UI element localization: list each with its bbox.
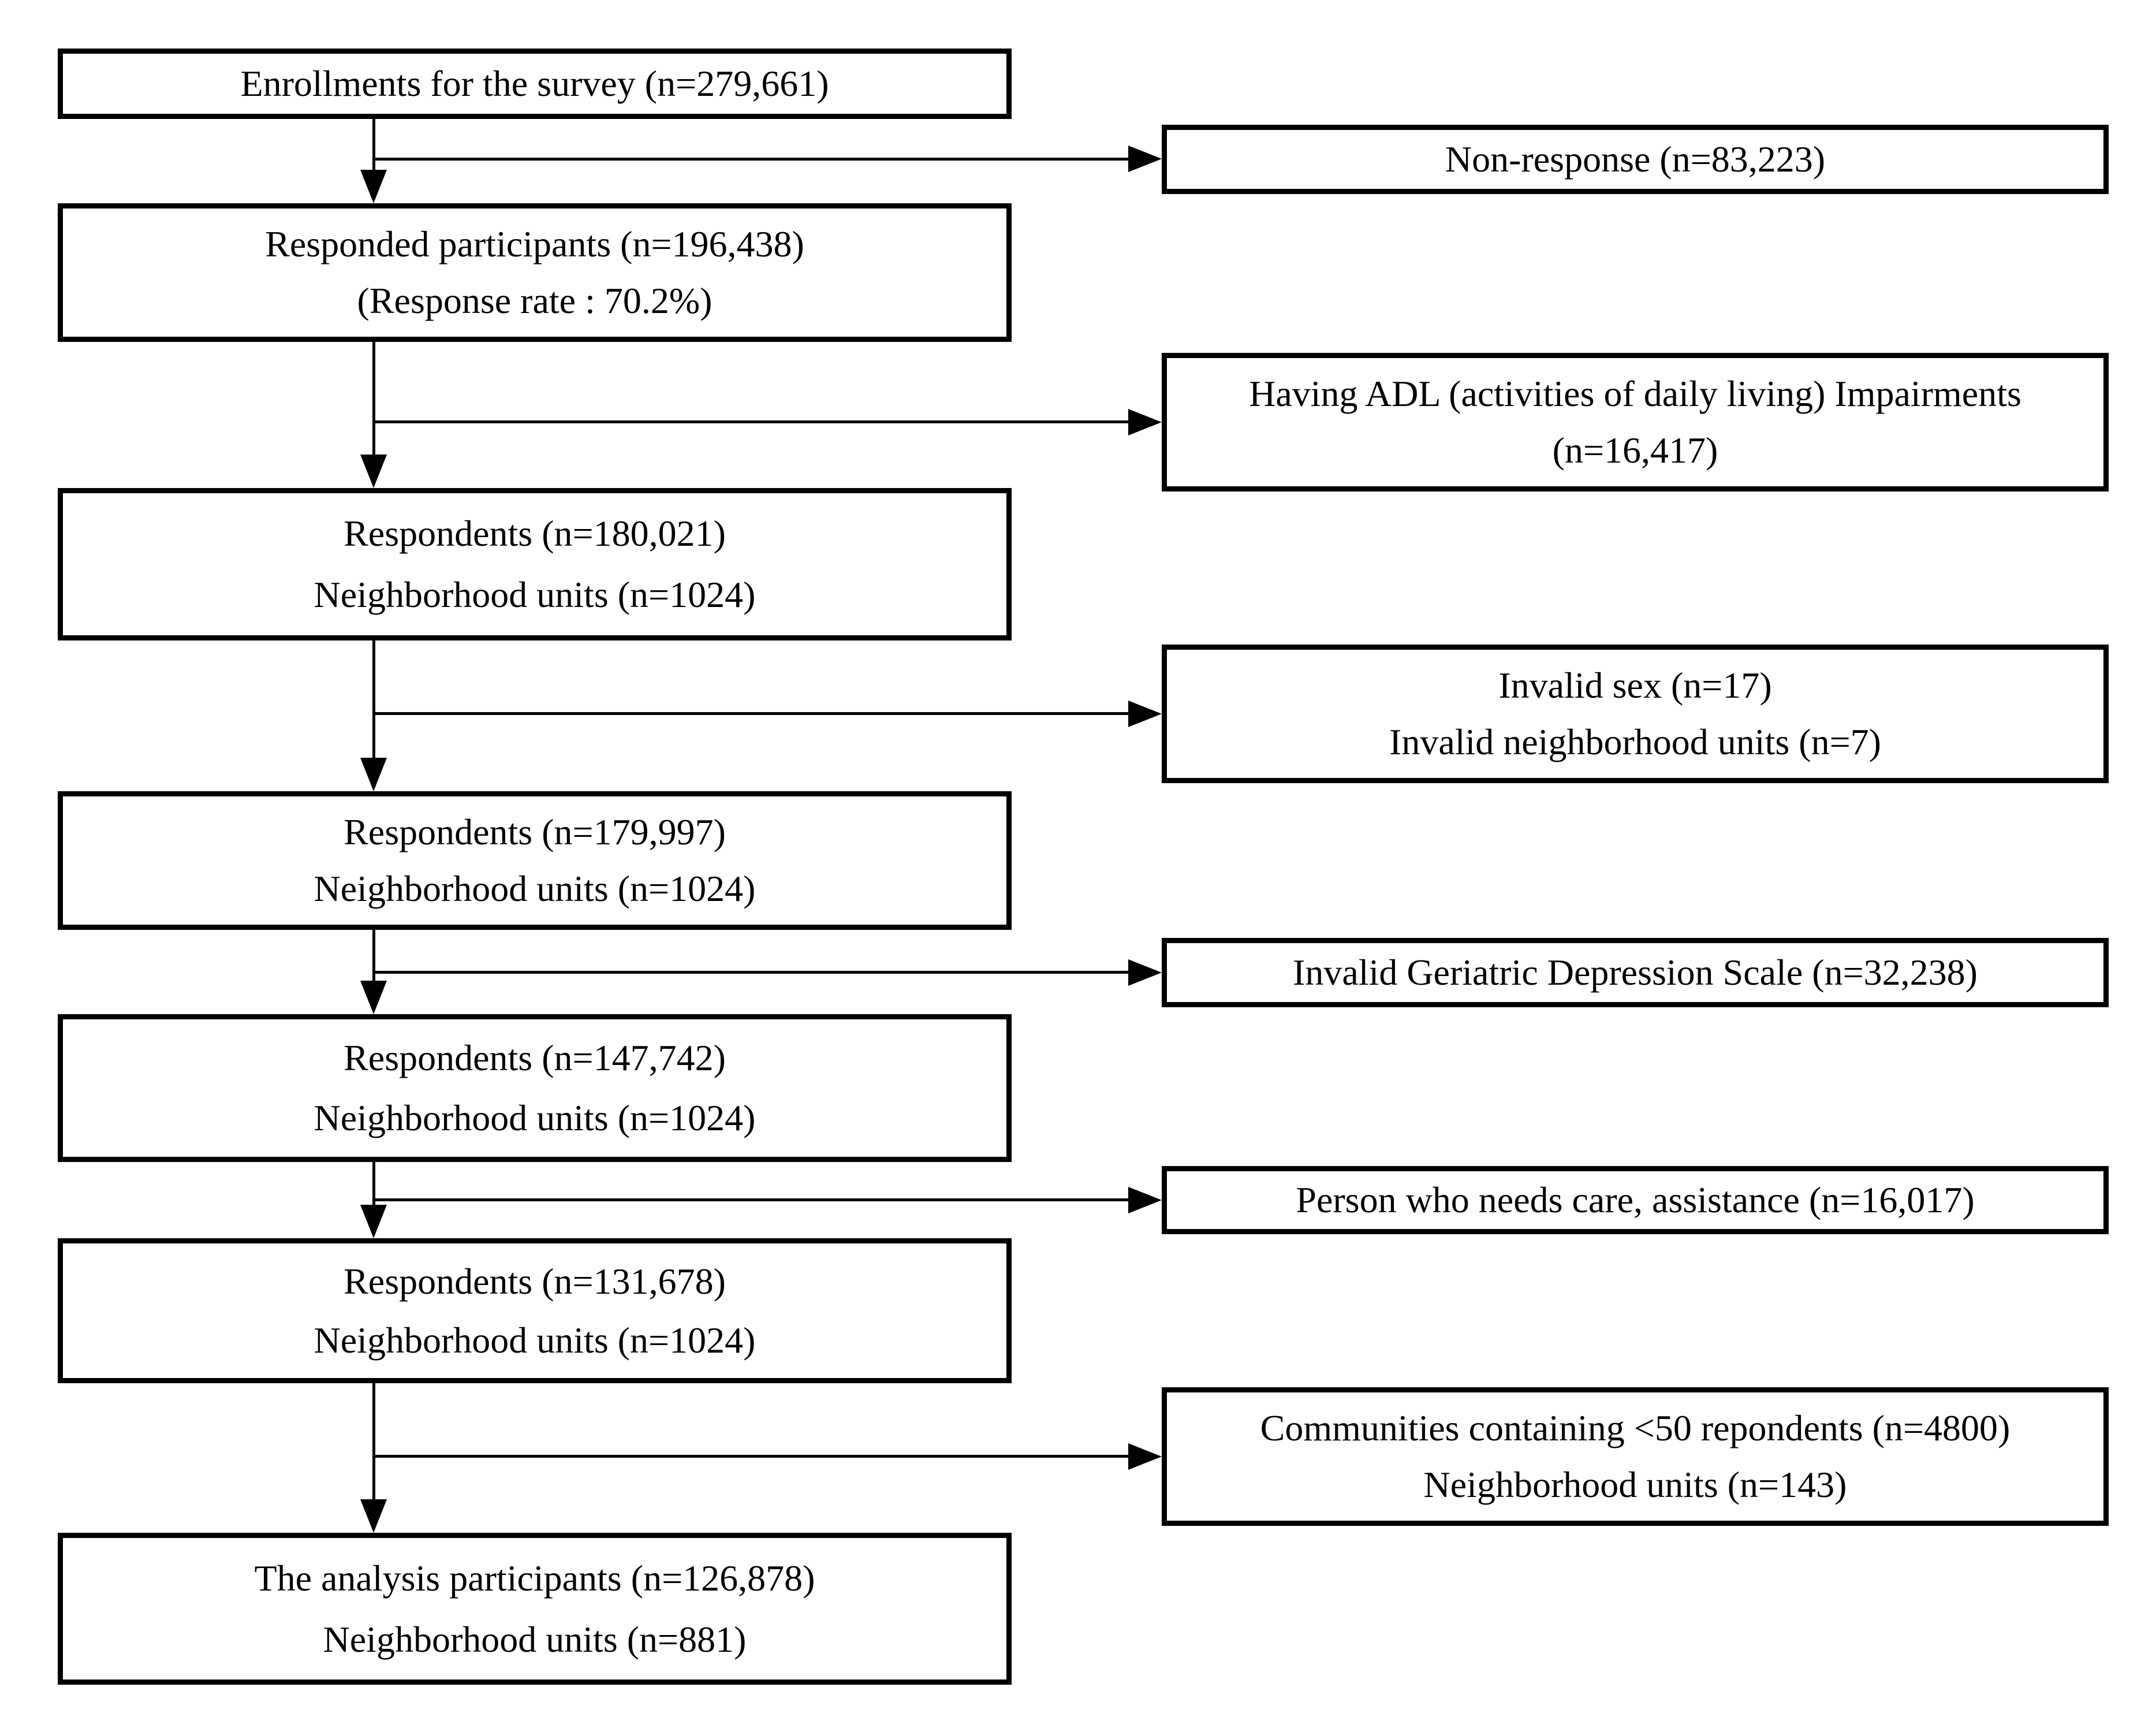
box-adl-impairments: Having ADL (activities of daily living) …	[1162, 353, 2109, 491]
arrow-right-icon-1	[1128, 146, 1162, 172]
box-invalid-sex: Invalid sex (n=17) Invalid neighborhood …	[1162, 645, 2109, 783]
arrow-right-icon-4	[1128, 959, 1162, 986]
box-respondents-147742-line-1: Respondents (n=147,742)	[344, 1037, 726, 1079]
box-responded-line-2: (Response rate : 70.2%)	[357, 280, 713, 322]
box-respondents-131678: Respondents (n=131,678) Neighborhood uni…	[58, 1238, 1012, 1383]
box-respondents-180021: Respondents (n=180,021) Neighborhood uni…	[58, 488, 1012, 640]
connector-down-5	[372, 1162, 375, 1208]
connector-right-5	[374, 1198, 1128, 1201]
box-non-response: Non-response (n=83,223)	[1162, 125, 2109, 194]
box-needs-care-line: Person who needs care, assistance (n=16,…	[1296, 1179, 1975, 1221]
connector-right-2	[374, 420, 1128, 423]
arrow-right-icon-5	[1128, 1187, 1162, 1213]
connector-down-4	[372, 930, 375, 984]
box-respondents-147742: Respondents (n=147,742) Neighborhood uni…	[58, 1014, 1012, 1162]
box-respondents-179997-line-2: Neighborhood units (n=1024)	[314, 868, 756, 910]
arrow-right-icon-3	[1128, 701, 1162, 727]
box-non-response-line: Non-response (n=83,223)	[1445, 139, 1826, 180]
connector-right-4	[374, 971, 1128, 974]
box-responded-line-1: Responded participants (n=196,438)	[265, 223, 804, 265]
connector-down-3	[372, 640, 375, 761]
arrow-down-icon-3	[360, 758, 387, 791]
arrow-down-icon-4	[360, 981, 387, 1014]
box-invalid-sex-line-2: Invalid neighborhood units (n=7)	[1389, 721, 1881, 763]
box-respondents-131678-line-1: Respondents (n=131,678)	[344, 1260, 726, 1302]
connector-down-1	[372, 119, 375, 173]
box-invalid-sex-line-1: Invalid sex (n=17)	[1498, 664, 1772, 706]
box-small-communities-line-2: Neighborhood units (n=143)	[1423, 1464, 1847, 1506]
box-respondents-131678-line-2: Neighborhood units (n=1024)	[314, 1319, 756, 1361]
arrow-right-icon-6	[1128, 1443, 1162, 1470]
box-enrollments-line: Enrollments for the survey (n=279,661)	[240, 63, 829, 105]
box-adl-line-2: (n=16,417)	[1552, 430, 1718, 471]
box-enrollments: Enrollments for the survey (n=279,661)	[58, 49, 1012, 119]
box-invalid-gds: Invalid Geriatric Depression Scale (n=32…	[1162, 938, 2109, 1007]
box-respondents-179997: Respondents (n=179,997) Neighborhood uni…	[58, 791, 1012, 930]
box-respondents-180021-line-1: Respondents (n=180,021)	[344, 512, 726, 554]
arrow-down-icon-1	[360, 170, 387, 203]
box-needs-care: Person who needs care, assistance (n=16,…	[1162, 1166, 2109, 1234]
box-analysis-participants: The analysis participants (n=126,878) Ne…	[58, 1533, 1012, 1685]
connector-down-6	[372, 1383, 375, 1503]
box-small-communities: Communities containing <50 repondents (n…	[1162, 1387, 2109, 1526]
arrow-down-icon-5	[360, 1205, 387, 1238]
box-small-communities-line-1: Communities containing <50 repondents (n…	[1260, 1407, 2010, 1448]
connector-right-6	[374, 1455, 1128, 1458]
box-respondents-180021-line-2: Neighborhood units (n=1024)	[314, 574, 756, 616]
box-responded-participants: Responded participants (n=196,438) (Resp…	[58, 203, 1012, 342]
box-respondents-147742-line-2: Neighborhood units (n=1024)	[314, 1097, 756, 1139]
connector-down-2	[372, 342, 375, 458]
box-adl-line-1: Having ADL (activities of daily living) …	[1249, 373, 2021, 414]
box-respondents-179997-line-1: Respondents (n=179,997)	[344, 811, 726, 852]
arrow-right-icon-2	[1128, 409, 1162, 435]
arrow-down-icon-2	[360, 455, 387, 488]
box-invalid-gds-line: Invalid Geriatric Depression Scale (n=32…	[1293, 952, 1978, 993]
box-analysis-line-2: Neighborhood units (n=881)	[323, 1618, 747, 1660]
connector-right-1	[374, 158, 1128, 161]
arrow-down-icon-6	[360, 1499, 387, 1533]
connector-right-3	[374, 712, 1128, 715]
box-analysis-line-1: The analysis participants (n=126,878)	[254, 1557, 815, 1599]
